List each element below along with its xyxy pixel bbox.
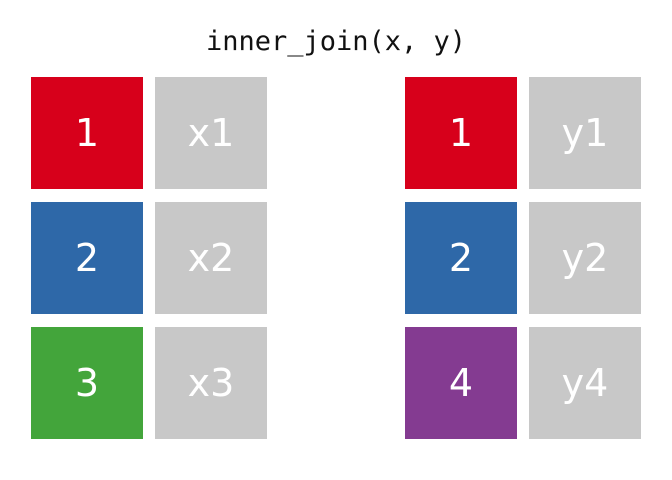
y-value-cell: y1	[529, 77, 641, 189]
x-value-cell: x2	[155, 202, 267, 314]
x-table-row: 3 x3	[31, 327, 267, 439]
y-table-row: 2 y2	[405, 202, 641, 314]
x-table: 1 x1 2 x2 3 x3	[31, 77, 267, 452]
y-value-cell: y4	[529, 327, 641, 439]
y-value-cell: y2	[529, 202, 641, 314]
y-table: 1 y1 2 y2 4 y4	[405, 77, 641, 452]
x-value-cell: x3	[155, 327, 267, 439]
x-table-row: 2 x2	[31, 202, 267, 314]
y-key-cell: 4	[405, 327, 517, 439]
y-key-cell: 1	[405, 77, 517, 189]
x-value-cell: x1	[155, 77, 267, 189]
x-table-row: 1 x1	[31, 77, 267, 189]
x-key-cell: 3	[31, 327, 143, 439]
x-key-cell: 2	[31, 202, 143, 314]
y-key-cell: 2	[405, 202, 517, 314]
y-table-row: 1 y1	[405, 77, 641, 189]
diagram-title: inner_join(x, y)	[205, 26, 467, 57]
y-table-row: 4 y4	[405, 327, 641, 439]
x-key-cell: 1	[31, 77, 143, 189]
